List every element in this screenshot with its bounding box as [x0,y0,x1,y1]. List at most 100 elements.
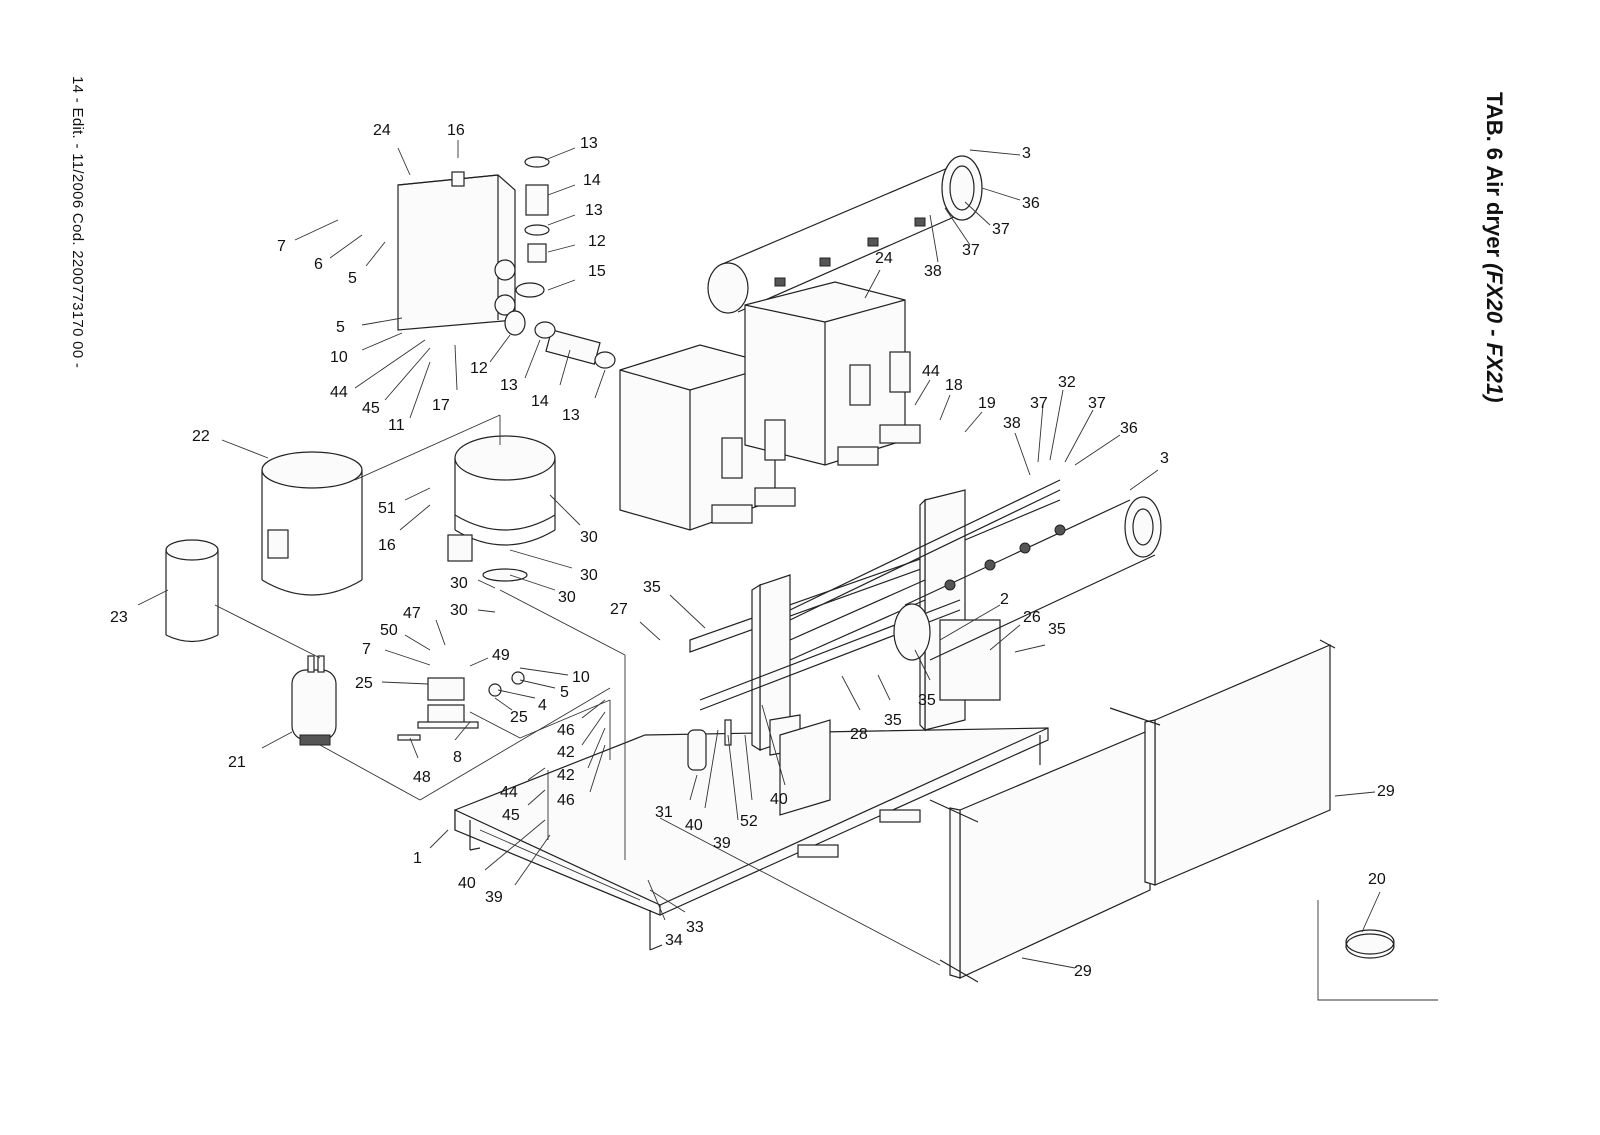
callout-51: 51 [378,500,396,517]
callout-3-a: 3 [1022,145,1031,162]
callout-4: 4 [538,697,547,714]
callout-35-a: 35 [643,579,661,596]
callout-6: 6 [314,256,323,273]
manifold-lower [893,496,1162,661]
callout-38-a: 38 [924,263,942,280]
frame [689,479,1061,816]
callout-30-d: 30 [450,575,468,592]
callout-25-a: 25 [355,675,373,692]
callout-39-a: 39 [485,889,503,906]
separator-21 [291,655,337,746]
callout-13-c: 13 [500,377,518,394]
callout-32: 32 [1058,374,1076,391]
callout-52: 52 [740,813,758,830]
exchanger-block-top [397,171,516,331]
callout-14-a: 14 [583,172,601,189]
callout-15: 15 [588,263,606,280]
callout-20: 20 [1368,871,1386,888]
leader-lines [137,140,1381,969]
callout-11: 11 [388,417,405,434]
manifold-upper [707,155,983,314]
callout-5-c: 5 [560,684,569,701]
callout-49: 49 [492,647,510,664]
callout-24-b: 24 [875,250,893,267]
condenser-panels-29 [929,639,1336,983]
callout-35-c: 35 [918,692,936,709]
callout-44-c: 44 [500,784,518,801]
callout-40-b: 40 [685,817,703,834]
callout-2: 2 [1000,591,1009,608]
callout-30-c: 30 [558,589,576,606]
callout-48: 48 [413,769,431,786]
callout-22: 22 [192,428,210,445]
callout-10-a: 10 [330,349,348,366]
callout-12-b: 12 [470,360,488,377]
callout-18: 18 [945,377,963,394]
callout-30-e: 30 [450,602,468,619]
callout-13-a: 13 [580,135,598,152]
callout-24-a: 24 [373,122,391,139]
callout-45-b: 45 [502,807,520,824]
callout-35-d: 35 [884,712,902,729]
base-plate [454,727,1049,951]
callout-29-b: 29 [1074,963,1092,980]
shell-22 [261,451,363,596]
compressor-30 [447,435,556,582]
callout-33: 33 [686,919,704,936]
callout-37-b: 37 [962,242,980,259]
callout-19: 19 [978,395,996,412]
callout-3-b: 3 [1160,450,1169,467]
filter-31 [687,719,732,771]
title-model: (FX20 - FX21) [1482,263,1507,403]
callout-26: 26 [1023,609,1041,626]
callout-34: 34 [665,932,683,949]
connection-lines [214,414,941,966]
callout-7-b: 7 [362,641,371,658]
receiver-23 [165,539,219,643]
callout-labels: 24 16 13 14 13 12 15 7 6 5 5 10 44 45 11… [110,122,1395,980]
callout-45-a: 45 [362,400,380,417]
callout-12-a: 12 [588,233,606,250]
callout-16-a: 16 [447,122,465,139]
callout-25-b: 25 [510,709,528,726]
callout-47: 47 [403,605,421,622]
callout-42-b: 42 [557,767,575,784]
callout-27: 27 [610,601,628,618]
callout-31: 31 [655,804,673,821]
callout-5-b: 5 [336,319,345,336]
callout-36-a: 36 [1022,195,1040,212]
callout-8: 8 [453,749,462,766]
callout-40-c: 40 [770,791,788,808]
title-prefix: TAB. 6 Air dryer [1482,92,1507,264]
pipe-fittings [504,156,616,369]
callout-13-b: 13 [585,202,603,219]
valve-stacks [711,351,921,524]
exchanger-block-middle [619,281,906,531]
callout-50: 50 [380,622,398,639]
callout-30-b: 30 [580,567,598,584]
callout-17: 17 [432,397,450,414]
callout-46-a: 46 [557,722,575,739]
callout-7-a: 7 [277,238,286,255]
valve-assembly-25 [397,671,525,741]
callout-30-a: 30 [580,529,598,546]
callout-1: 1 [413,850,422,867]
callout-16-b: 16 [378,537,396,554]
callout-42-a: 42 [557,744,575,761]
clamp-20-inset [1317,900,1438,1001]
callout-23: 23 [110,609,128,626]
callout-14-b: 14 [531,393,549,410]
callout-46-b: 46 [557,792,575,809]
page-title: TAB. 6 Air dryer (FX20 - FX21) [1481,92,1507,403]
page-footer: 14 - Edit. - 11/2006 Cod. 2200773170 00 … [69,76,86,369]
callout-36-b: 36 [1120,420,1138,437]
callout-10-b: 10 [572,669,590,686]
callout-44-a: 44 [330,384,348,401]
callout-38-b: 38 [1003,415,1021,432]
callout-37-a: 37 [992,221,1010,238]
callout-39-b: 39 [713,835,731,852]
callout-44-b: 44 [922,363,940,380]
callout-5-a: 5 [348,270,357,287]
